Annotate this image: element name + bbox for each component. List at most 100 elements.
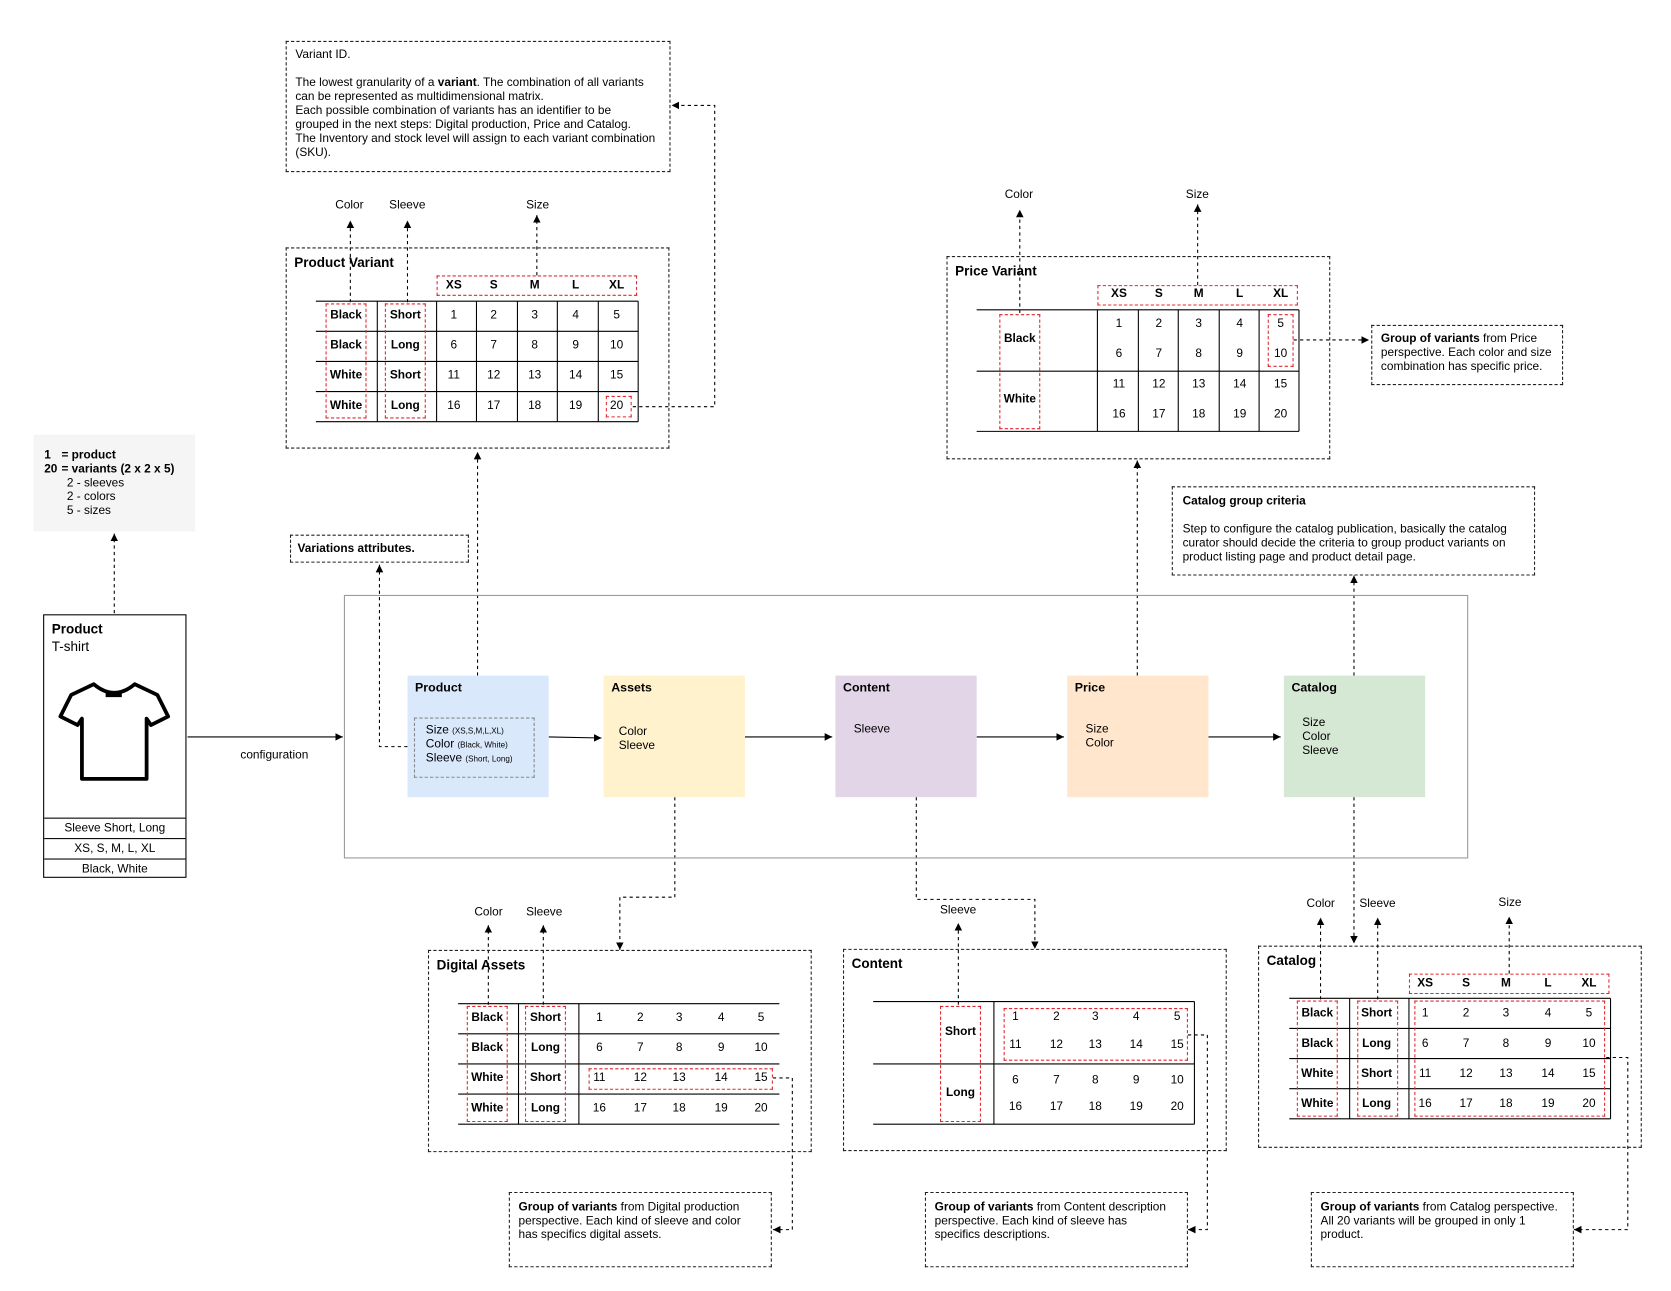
color-cell: White	[1301, 1097, 1334, 1111]
variant-id-cell: 16	[1008, 1100, 1023, 1114]
size-header: XS	[1417, 976, 1434, 990]
attr-size: Size (XS,S,M,L,XL)	[425, 724, 504, 737]
variant-id-cell: 2	[490, 308, 498, 322]
catalog-criteria-line: product listing page and product detail …	[1182, 550, 1416, 564]
variant-id-cell: 15	[1582, 1067, 1596, 1081]
stage-item: Color	[618, 725, 648, 738]
variant-id-cell: 7	[490, 338, 498, 352]
size-header: XS	[445, 278, 462, 292]
color-cell: White	[471, 1101, 504, 1115]
sleeve-cell: Short	[389, 368, 421, 382]
catalog-title: Catalog	[1266, 953, 1317, 969]
variant-id-cell: 6	[1421, 1037, 1429, 1050]
pv-size-header-group	[436, 275, 638, 296]
product-attribute-color: Black, White	[44, 858, 186, 878]
catalog-note-line: product.	[1320, 1228, 1364, 1242]
variant-id-note: Variant ID. The lowest granularity of a …	[285, 40, 671, 173]
color-cell: White	[1301, 1067, 1334, 1081]
content-group-note: Group of variants from Content descripti…	[924, 1191, 1188, 1268]
price-size-label: Size	[1185, 188, 1209, 202]
size-header: XL	[1273, 287, 1289, 301]
variant-id-cell: 15	[1274, 377, 1288, 391]
product-attrs-box: Size (XS,S,M,L,XL) Color (Black, White) …	[413, 717, 535, 778]
cat-size-header-group	[1408, 973, 1610, 995]
summary-colors: 2 - colors	[66, 490, 116, 504]
variant-id-cell: 12	[1049, 1038, 1064, 1052]
cat-color-group	[1296, 1000, 1338, 1117]
price-color-label: Color	[1004, 188, 1034, 202]
stage-catalog-label: Catalog	[1291, 682, 1337, 695]
stage-product: Product Size (XS,S,M,L,XL) Color (Black,…	[407, 675, 549, 798]
catalog-criteria-line: curator should decide the criteria to gr…	[1182, 536, 1506, 550]
size-header: M	[529, 278, 540, 292]
variant-id-cell: 20	[1582, 1097, 1596, 1111]
assets-group-note: Group of variants from Digital productio…	[508, 1191, 772, 1268]
variant-id-cell: 15	[1170, 1038, 1184, 1052]
variant-id-cell: 5	[613, 308, 620, 322]
variant-id-cell: 17	[1152, 407, 1166, 421]
flow-container	[343, 594, 1469, 859]
variant-id-cell: 11	[1009, 1038, 1022, 1052]
assets-note-line: has specifics digital assets.	[518, 1228, 662, 1242]
stage-price: Price Size Color	[1067, 675, 1209, 798]
price-color-group	[999, 314, 1041, 430]
catalog-panel: Catalog	[1258, 945, 1642, 1148]
stage-price-label: Price	[1074, 682, 1106, 695]
size-header: XL	[1581, 976, 1597, 990]
pv-sleeve-group	[384, 303, 426, 419]
price-note-line: perspective. Each color and size	[1380, 346, 1552, 360]
variant-id-cell: 14	[569, 368, 583, 382]
product-variant-title: Product Variant	[294, 254, 394, 271]
product-variant-panel: Product Variant	[285, 247, 670, 449]
da-color-group	[466, 1005, 508, 1123]
product-attribute-size: XS, S, M, L, XL	[44, 838, 186, 858]
variant-id-cell: 3	[675, 1011, 683, 1025]
variant-id-cell: 11	[447, 368, 460, 382]
attr-sleeve: Sleeve (Short, Long)	[425, 751, 513, 765]
price-variant-title: Price Variant	[955, 263, 1037, 279]
variant-id-cell: 16	[1418, 1097, 1432, 1111]
size-header: L	[1236, 287, 1244, 301]
size-header: XS	[1111, 287, 1127, 301]
variant-id-cell: 16	[592, 1101, 606, 1115]
variant-id-cell: 19	[1129, 1100, 1143, 1114]
sleeve-cell: Long	[1362, 1037, 1392, 1050]
stage-content: Content Sleeve	[835, 675, 977, 798]
pv-color-label: Color	[335, 199, 364, 212]
variant-id-cell: 6	[1012, 1073, 1019, 1087]
variant-id-cell: 11	[1418, 1067, 1432, 1081]
summary-sizes: 5 - sizes	[66, 504, 112, 518]
cat-all-variants-group	[1414, 1000, 1606, 1117]
stage-item: Size	[1085, 722, 1109, 736]
variant-id-cell: 17	[633, 1101, 647, 1115]
summary-sleeves: 2 - sleeves	[66, 476, 125, 490]
variant-id-cell: 17	[487, 399, 501, 413]
da-sleeve-group	[524, 1005, 566, 1123]
variant-id-cell: 14	[1233, 377, 1247, 391]
color-cell: Black	[1301, 1037, 1334, 1050]
variant-id-heading: Variant ID.	[295, 48, 351, 62]
sleeve-cell: Long	[390, 399, 420, 413]
price-xl-black-group	[1267, 314, 1294, 367]
stage-catalog: Catalog Size Color Sleeve	[1283, 675, 1426, 798]
variant-id-cell: 12	[1152, 377, 1166, 391]
variant-id-line: can be represented as multidimensional m…	[295, 90, 544, 104]
content-short-group	[1003, 1008, 1188, 1061]
pv-color-group	[325, 303, 367, 419]
color-cell: White	[329, 368, 363, 382]
cat-size-label: Size	[1498, 896, 1522, 910]
variant-id-cell: 13	[1499, 1067, 1513, 1081]
variant-id-cell: 8	[1091, 1073, 1099, 1087]
variant-id-cell: 10	[1170, 1073, 1184, 1087]
product-attribute-sleeve: Sleeve Short, Long	[44, 817, 186, 838]
variant-id-cell: 10	[754, 1041, 768, 1055]
stage-item: Sleeve	[618, 739, 656, 752]
variant-id-cell: 13	[1088, 1038, 1102, 1052]
variant-id-cell: 17	[1459, 1097, 1473, 1111]
size-header: L	[1544, 976, 1552, 990]
sleeve-cell: Long	[530, 1101, 560, 1115]
sleeve-cell: Short	[389, 308, 421, 322]
variant-id-cell: 3	[1195, 317, 1203, 331]
